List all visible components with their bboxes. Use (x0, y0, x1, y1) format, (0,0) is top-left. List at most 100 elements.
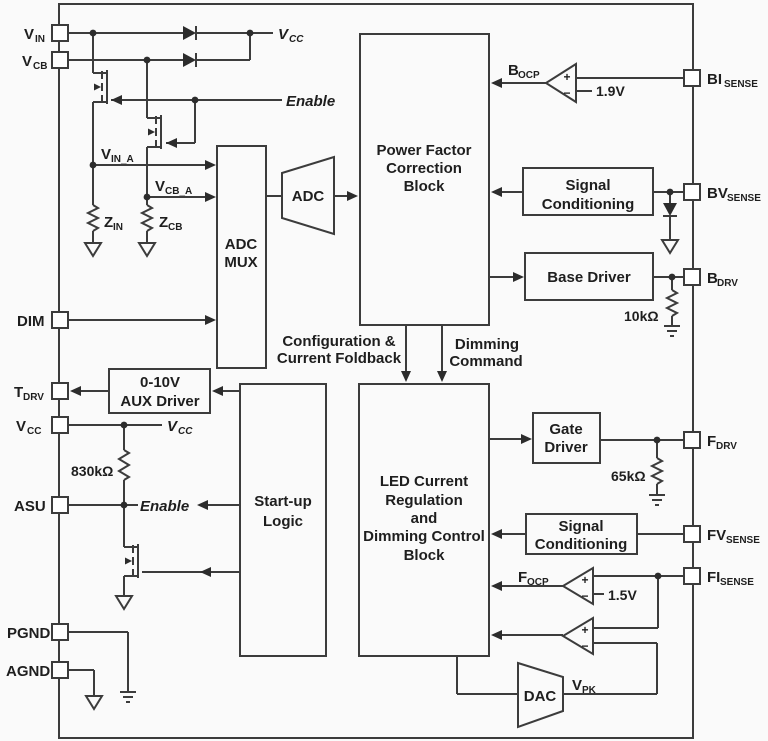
block-led-current: LED Current Regulation and Dimming Contr… (358, 383, 490, 657)
net-label-vcc-mid: V (167, 418, 179, 435)
resistor-10k-label: 10kΩ (624, 308, 659, 324)
pin-label-fvsense: FV (707, 527, 726, 544)
ground-earth-pgnd-icon (120, 691, 136, 703)
resistor-830k (117, 449, 131, 481)
net-label-vcb-a: V (155, 178, 165, 195)
block-pfc: Power Factor Correction Block (359, 33, 490, 326)
pin-fdrv (683, 431, 701, 449)
vref-bocp-label: 1.9V (596, 83, 625, 99)
adc-mux-label-line1: ADC (225, 236, 258, 253)
mosfet-vin-icon (94, 71, 103, 103)
resistor-830k-label: 830kΩ (71, 463, 113, 479)
svg-text:SENSE: SENSE (726, 535, 760, 546)
pins (51, 24, 701, 679)
focp-plus: + (581, 573, 588, 587)
ground-triangle-zcb-icon (137, 242, 157, 258)
peak-minus: − (581, 639, 588, 653)
comparator-bocp: + − (544, 62, 577, 104)
led-label-line5: Block (404, 547, 446, 564)
diode-vcb-icon (183, 53, 197, 67)
pin-label-bisense: BI (707, 71, 722, 88)
focp-minus: − (581, 589, 588, 603)
pin-label-vcb: V (22, 53, 32, 70)
adc-mux-label-line2: MUX (224, 254, 257, 271)
comparator-peak: + − (561, 616, 594, 656)
pin-label-vin: V (24, 26, 34, 43)
block-startup-logic: Start-up Logic (239, 383, 327, 657)
net-label-enable-bottom: Enable (140, 498, 189, 515)
bocp-minus: − (563, 86, 570, 100)
comparator-focp: + − (561, 566, 594, 606)
sc-b-label-line1: Signal (565, 177, 610, 194)
sc-f-label-line2: Conditioning (535, 536, 627, 553)
resistor-z-in (85, 204, 101, 232)
mosfet-asu-icon (125, 545, 134, 577)
svg-text:CC: CC (289, 34, 304, 45)
aux-label-line2: AUX Driver (120, 393, 199, 410)
arrowheads (70, 78, 532, 640)
ground-earth-65k-icon (649, 494, 665, 506)
block-signal-conditioning-f: Signal Conditioning (525, 513, 638, 555)
peak-plus: + (581, 623, 588, 637)
net-label-z-in: Z (104, 214, 113, 231)
pin-label-bdrv: B (707, 270, 718, 287)
ground-earth-10k-icon (664, 325, 680, 337)
dimming-label-line2: Command (449, 353, 522, 370)
pin-fvsense (683, 525, 701, 543)
led-label-line1: LED Current (380, 473, 468, 490)
svg-text:CB_A: CB_A (165, 186, 192, 197)
diode-vin-icon (183, 26, 197, 40)
startup-label-line2: Logic (263, 513, 303, 530)
pfc-label-line1: Power Factor (376, 142, 471, 159)
net-label-enable-top: Enable (286, 93, 335, 110)
led-label-line4: Dimming Control (363, 528, 485, 545)
component-values: 1.9V 1.5V 830kΩ 10kΩ 65kΩ (71, 83, 659, 603)
pin-pgnd (51, 623, 69, 641)
dac-label: DAC (524, 688, 557, 705)
ground-triangle-zin-icon (83, 242, 103, 258)
block-signal-conditioning-b: Signal Conditioning (522, 167, 654, 216)
config-label-line1: Configuration & (282, 333, 395, 350)
adc-label: ADC (292, 188, 325, 205)
resistor-z-cb (139, 204, 155, 232)
pfc-label-line3: Block (404, 178, 446, 195)
pin-label-fdrv: F (707, 433, 716, 450)
svg-text:IN: IN (35, 34, 45, 45)
svg-text:IN: IN (113, 222, 123, 233)
svg-text:DRV: DRV (717, 278, 738, 289)
svg-text:CC: CC (178, 426, 193, 437)
pin-label-dim: DIM (17, 313, 45, 330)
svg-text:OCP: OCP (518, 70, 540, 81)
pin-label-bvsense: BV (707, 185, 728, 202)
dimming-label-line1: Dimming (455, 336, 519, 353)
svg-text:SENSE: SENSE (727, 193, 761, 204)
aux-label-line1: 0-10V (140, 374, 180, 391)
ground-triangle-agnd-icon (84, 695, 104, 711)
pin-bvsense (683, 183, 701, 201)
pin-asu (51, 496, 69, 514)
pin-label-pgnd: PGND (7, 625, 51, 642)
ground-triangle-bvsense-icon (660, 239, 680, 255)
pin-vin (51, 24, 69, 42)
vref-focp-label: 1.5V (608, 587, 637, 603)
net-label-vin-a: V (101, 146, 111, 163)
net-label-focp: F (518, 569, 527, 586)
pin-label-agnd: AGND (6, 663, 50, 680)
svg-text:DRV: DRV (23, 392, 44, 403)
svg-text:CC: CC (27, 426, 41, 437)
pin-vcc (51, 416, 69, 434)
pin-bdrv (683, 268, 701, 286)
sc-f-label-line1: Signal (558, 518, 603, 535)
svg-text:SENSE: SENSE (720, 577, 754, 588)
gate-driver-label-line2: Driver (544, 439, 588, 456)
resistor-65k (649, 457, 665, 485)
svg-text:CB: CB (33, 61, 47, 72)
net-label-vcc-top: V (278, 26, 290, 43)
pin-tdrv (51, 382, 69, 400)
junction-dots (89, 29, 676, 580)
block-adc-mux: ADC MUX (216, 145, 267, 369)
block-base-driver: Base Driver (524, 252, 654, 301)
svg-text:PK: PK (582, 685, 597, 696)
block-aux-driver: 0-10V AUX Driver (108, 368, 211, 414)
net-label-vpk: V (572, 677, 582, 694)
